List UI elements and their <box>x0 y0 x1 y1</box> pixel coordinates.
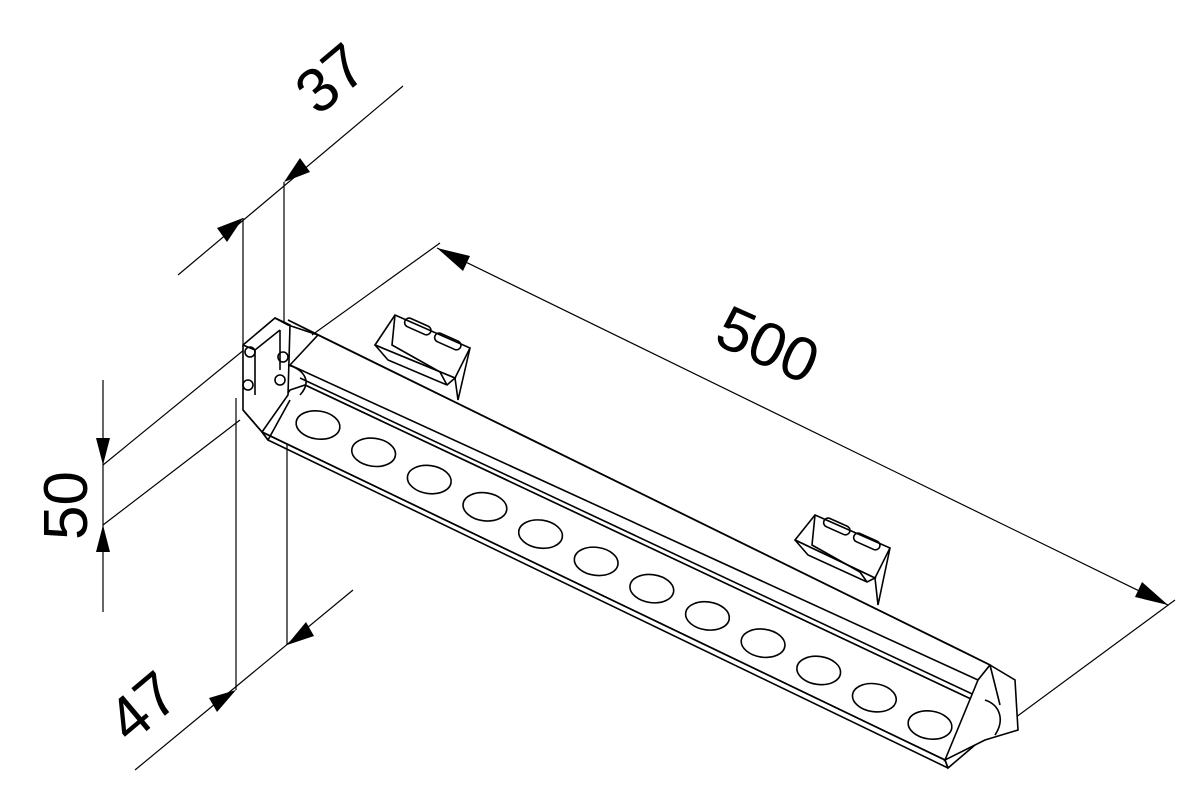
dimension-50: 50 <box>32 380 110 612</box>
arrow-head <box>209 690 236 712</box>
arrow-head <box>284 158 310 182</box>
led-aperture <box>629 573 675 604</box>
led-aperture <box>851 682 898 713</box>
led-aperture <box>517 519 564 550</box>
led-aperture <box>295 410 341 440</box>
led-aperture <box>907 710 953 740</box>
dim-label-47: 47 <box>95 659 192 756</box>
led-aperture <box>740 628 786 659</box>
led-aperture <box>573 546 619 577</box>
mounting-bracket-left <box>373 313 472 401</box>
dimension-37: 37 <box>177 31 404 276</box>
fixture-profile <box>242 317 1019 770</box>
arrow-head <box>96 525 110 552</box>
arrow-head <box>1135 582 1168 605</box>
arrow-head <box>437 248 470 271</box>
arrow-head <box>217 218 243 242</box>
mounting-bracket-right <box>793 514 892 606</box>
arrow-head <box>287 622 314 645</box>
led-aperture-row <box>295 410 953 740</box>
led-aperture <box>350 437 397 468</box>
arrow-head <box>96 438 110 465</box>
dim-label-50: 50 <box>32 471 101 540</box>
led-aperture <box>684 600 731 631</box>
dim-label-37: 37 <box>283 31 380 128</box>
dim-label-500: 500 <box>706 293 829 398</box>
extension-lines <box>102 182 1176 741</box>
led-aperture <box>462 491 508 522</box>
led-aperture <box>406 464 452 495</box>
led-aperture <box>796 655 842 686</box>
dimension-47: 47 <box>95 589 354 771</box>
